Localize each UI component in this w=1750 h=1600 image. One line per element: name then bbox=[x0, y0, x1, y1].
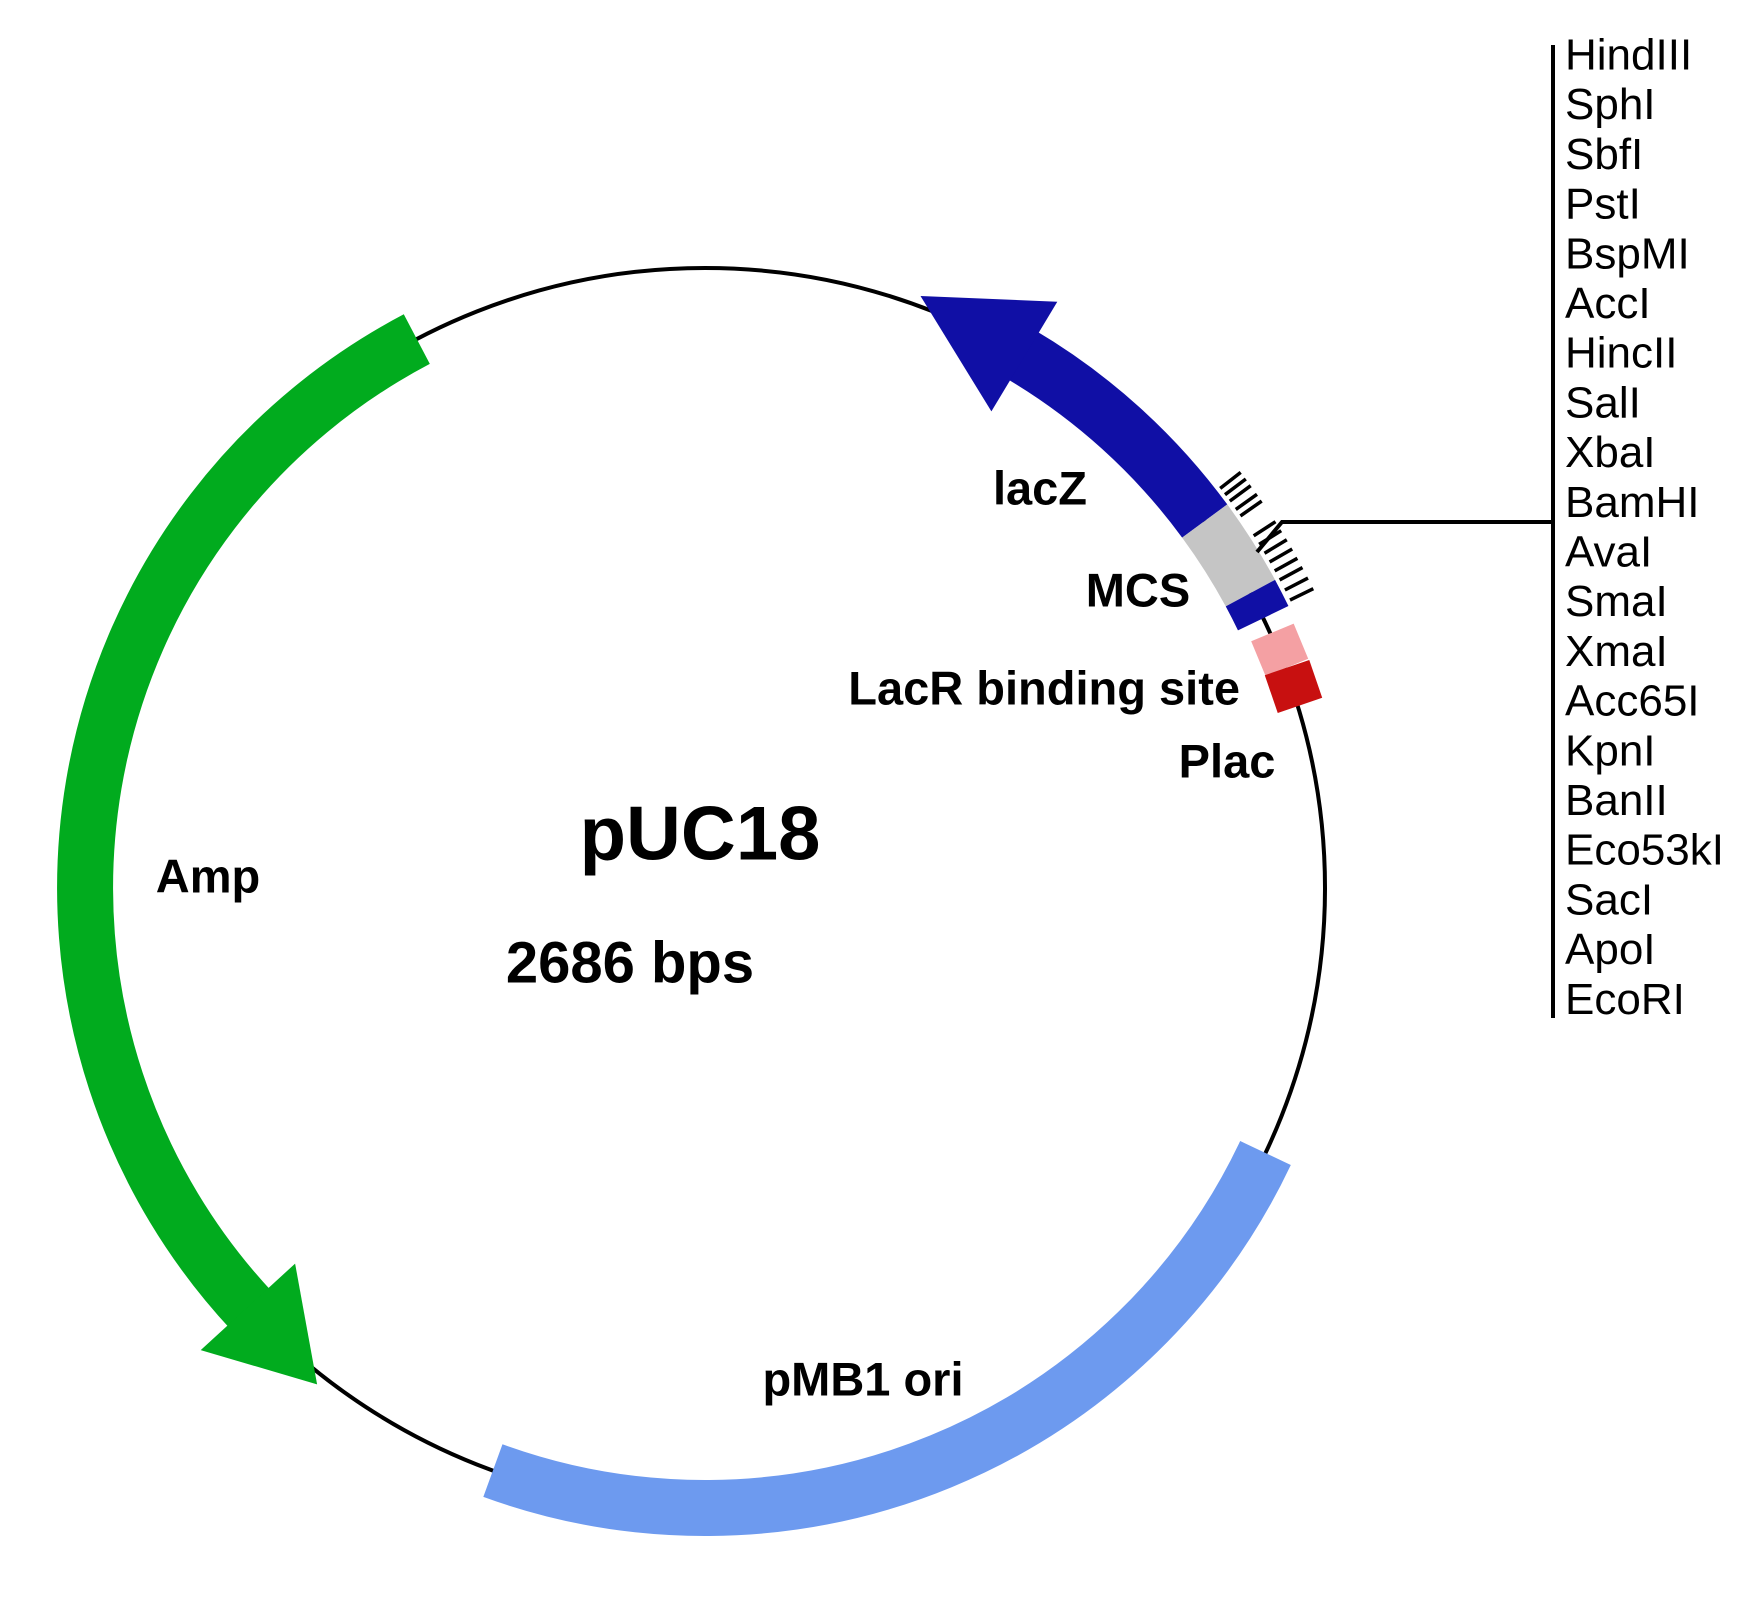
mcs-tick-mark bbox=[1284, 576, 1309, 592]
enzyme-list-connector-line bbox=[1255, 520, 1553, 554]
enzyme-label-sbfi: SbfI bbox=[1565, 130, 1643, 179]
enzyme-label-saci: SacI bbox=[1565, 875, 1653, 924]
enzyme-label-bamhi: BamHI bbox=[1565, 478, 1699, 527]
plasmid-title: pUC18 bbox=[580, 792, 821, 877]
feature-lacr-binding-site-box bbox=[1251, 623, 1309, 677]
mcs-tick-mark bbox=[1278, 566, 1304, 582]
mcs-tick-mark bbox=[1252, 520, 1277, 538]
enzyme-label-apoi: ApoI bbox=[1565, 925, 1656, 974]
enzyme-label-acci: AccI bbox=[1565, 279, 1651, 328]
feature-plac-box bbox=[1264, 659, 1323, 714]
enzyme-label-banii: BanII bbox=[1565, 776, 1668, 825]
enzyme-label-hindiii: HindIII bbox=[1565, 31, 1692, 80]
enzyme-label-eco53ki: Eco53kI bbox=[1565, 826, 1724, 875]
feature-lacz-arrowhead bbox=[920, 296, 1058, 412]
enzyme-label-xbai: XbaI bbox=[1565, 428, 1656, 477]
feature-mcs-band bbox=[1181, 504, 1276, 607]
mcs-tick-mark bbox=[1268, 547, 1294, 564]
feature-amp-band bbox=[57, 314, 430, 1330]
enzyme-label-sali: SalI bbox=[1565, 378, 1641, 427]
enzyme-label-sphi: SphI bbox=[1565, 80, 1656, 129]
plasmid-size-label: 2686 bps bbox=[506, 931, 754, 996]
mcs-tick-mark bbox=[1273, 556, 1299, 573]
mcs-tick-mark bbox=[1234, 492, 1259, 511]
enzyme-label-avai: AvaI bbox=[1565, 528, 1652, 577]
enzyme-label-bspmi: BspMI bbox=[1565, 229, 1690, 278]
feature-label-plac: Plac bbox=[1179, 735, 1276, 788]
feature-lacz-band bbox=[1005, 329, 1228, 538]
feature-label-amp: Amp bbox=[156, 850, 260, 903]
enzyme-label-kpni: KpnI bbox=[1565, 726, 1656, 775]
feature-label-ori: pMB1 ori bbox=[762, 1353, 963, 1406]
feature-label-mcs: MCS bbox=[1086, 564, 1190, 617]
enzyme-label-psti: PstI bbox=[1565, 180, 1641, 229]
enzyme-label-hincii: HincII bbox=[1565, 329, 1677, 378]
mcs-tick-mark bbox=[1219, 471, 1242, 490]
mcs-tick-mark bbox=[1223, 477, 1247, 497]
feature-amp-arrowhead bbox=[200, 1263, 318, 1385]
enzyme-label-xmai: XmaI bbox=[1565, 627, 1668, 676]
mcs-tick-mark bbox=[1289, 587, 1315, 602]
feature-lacz-end-band bbox=[1225, 579, 1289, 631]
feature-label-lacz: lacZ bbox=[993, 462, 1087, 515]
enzyme-label-acc65i: Acc65I bbox=[1565, 677, 1700, 726]
mcs-tick-mark bbox=[1239, 499, 1263, 518]
enzyme-label-ecori: EcoRI bbox=[1565, 975, 1685, 1024]
enzyme-label-smai: SmaI bbox=[1565, 577, 1668, 626]
mcs-tick-mark bbox=[1228, 484, 1252, 503]
feature-pmb1-ori-band bbox=[483, 1141, 1291, 1536]
feature-label-lacr: LacR binding site bbox=[848, 662, 1240, 715]
mcs-tick-mark bbox=[1263, 538, 1288, 555]
